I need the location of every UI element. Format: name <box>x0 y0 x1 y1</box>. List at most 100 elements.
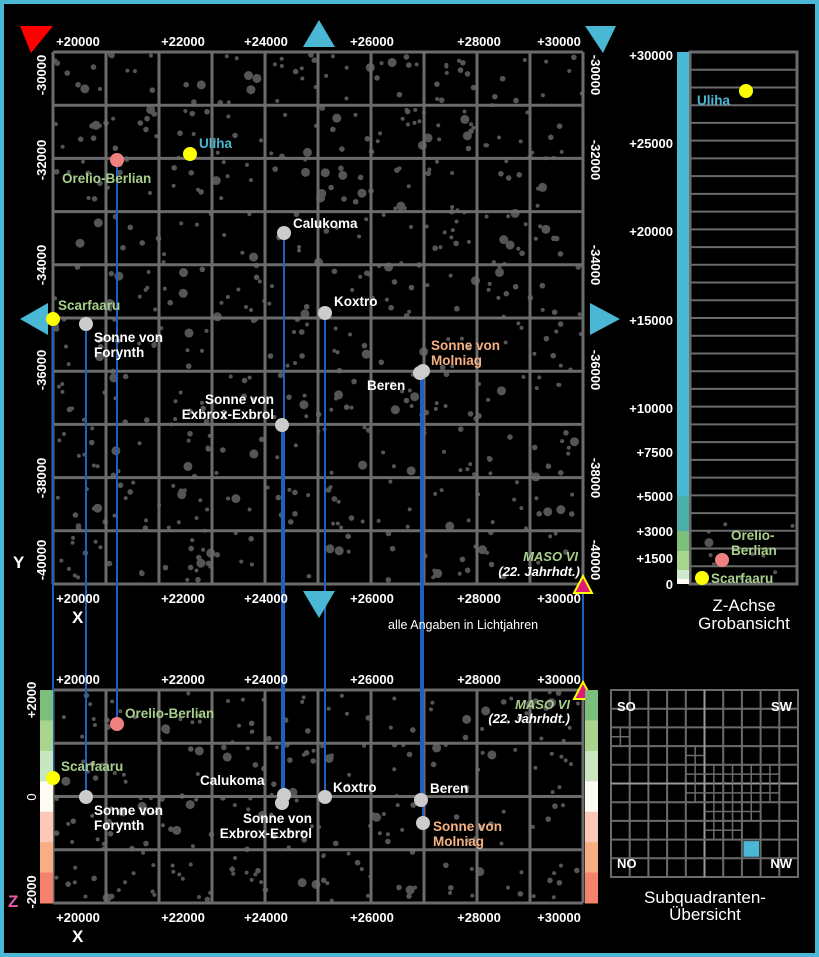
background-star-dot <box>563 758 568 763</box>
star-sonne-von-exbrox-exbrol[interactable] <box>275 796 289 810</box>
background-star-dot <box>88 439 95 446</box>
x-tick: +26000 <box>350 591 394 606</box>
background-star-dot <box>229 866 236 872</box>
y-tick: -30000 <box>34 55 49 95</box>
y-tick: -36000 <box>588 350 603 390</box>
background-star-dot <box>297 248 302 253</box>
background-star-dot <box>304 414 309 419</box>
background-star-dot <box>332 840 339 847</box>
y-tick: -34000 <box>588 245 603 285</box>
background-star-dot <box>91 463 96 468</box>
star-label: Sonne von <box>94 330 163 345</box>
background-star-dot <box>178 390 183 395</box>
star-sonne-von-molniag[interactable] <box>416 364 430 378</box>
background-star-dot <box>558 470 564 476</box>
background-star-dot <box>723 522 728 527</box>
bottom-map-stars: Orelio-Berlian Scarfaaru Sonne von Foryn… <box>46 706 502 849</box>
star-orelio-berlian[interactable] <box>110 153 124 167</box>
star-koxtro[interactable] <box>318 790 332 804</box>
star-sonne-von-forynth[interactable] <box>79 317 93 331</box>
background-star-dot <box>446 337 451 342</box>
background-star-dot <box>413 107 418 112</box>
background-star-dot <box>388 725 393 730</box>
star-uliha[interactable] <box>183 147 197 161</box>
background-star-dot <box>364 135 371 142</box>
background-star-dot <box>576 701 581 706</box>
background-star-dot <box>470 84 477 91</box>
background-star-dot <box>199 266 206 273</box>
nav-northeast-arrow-icon[interactable] <box>585 26 616 53</box>
background-star-dot <box>361 349 371 359</box>
background-star-dot <box>178 288 188 298</box>
background-star-dot <box>266 735 272 742</box>
background-star-dot <box>484 214 489 219</box>
background-star-dot <box>297 244 302 249</box>
background-star-dot <box>162 252 167 257</box>
nav-northwest-arrow-icon[interactable] <box>20 26 53 53</box>
background-star-dot <box>100 762 105 767</box>
background-star-dot <box>512 497 517 502</box>
background-star-dot <box>91 120 101 130</box>
star-sonne-von-molniag[interactable] <box>416 816 430 830</box>
background-star-dot <box>60 389 65 394</box>
x-axis-label: X <box>72 608 84 627</box>
subquadrant-overview[interactable] <box>610 689 799 878</box>
z-star-orelio-berlian[interactable] <box>715 553 729 567</box>
background-star-dot <box>449 235 454 240</box>
nav-left-arrow-icon[interactable] <box>20 303 48 335</box>
z-star-scarfaaru[interactable] <box>695 571 709 585</box>
background-star-dot <box>517 715 523 721</box>
background-star-dot <box>77 136 84 142</box>
background-star-dot <box>56 384 61 389</box>
background-star-dot <box>407 388 412 393</box>
background-star-dot <box>299 353 305 359</box>
background-star-dot <box>127 224 134 231</box>
background-star-dot <box>550 352 557 359</box>
x-tick: +22000 <box>161 910 205 925</box>
star-sonne-von-exbrox-exbrol[interactable] <box>275 418 289 432</box>
star-beren[interactable] <box>414 793 428 807</box>
background-star-dot <box>385 577 392 583</box>
star-orelio-berlian[interactable] <box>110 717 124 731</box>
background-star-dot <box>117 169 123 176</box>
nav-right-arrow-icon[interactable] <box>590 303 620 335</box>
background-star-dot <box>224 54 229 59</box>
background-star-dot <box>377 831 382 836</box>
background-star-dot <box>554 329 559 334</box>
nav-up-arrow-icon[interactable] <box>303 20 335 47</box>
background-star-dot <box>443 862 449 869</box>
background-star-dot <box>443 403 448 408</box>
star-scarfaaru[interactable] <box>46 771 60 785</box>
nav-down-arrow-icon[interactable] <box>303 591 335 618</box>
background-star-dot <box>338 165 344 172</box>
star-koxtro[interactable] <box>318 306 332 320</box>
star-label: Sonne von <box>431 338 500 353</box>
background-star-dot <box>72 880 77 885</box>
background-star-dot <box>185 348 190 353</box>
z-star-uliha[interactable] <box>739 84 753 98</box>
background-star-dot <box>190 844 195 849</box>
z-tick: +2000 <box>24 682 39 719</box>
background-star-dot <box>560 803 565 808</box>
background-star-dot <box>790 523 795 528</box>
background-star-dot <box>558 863 563 868</box>
background-star-dot <box>89 761 96 767</box>
background-star-dot <box>379 61 384 66</box>
background-star-dot <box>90 426 95 431</box>
background-star-dot <box>518 139 523 144</box>
background-star-dot <box>357 234 362 239</box>
star-sonne-von-forynth[interactable] <box>79 790 93 804</box>
star-label: Forynth <box>94 345 144 360</box>
current-subquadrant-cell[interactable] <box>743 841 760 857</box>
background-star-dot <box>490 520 495 525</box>
y-tick: -38000 <box>588 458 603 498</box>
background-star-dot <box>408 284 415 291</box>
background-star-dot <box>108 270 115 277</box>
background-star-dot <box>249 877 254 882</box>
x-tick: +28000 <box>457 591 501 606</box>
background-star-dot <box>388 479 393 484</box>
star-calukoma[interactable] <box>277 226 291 240</box>
background-star-dot <box>331 496 338 502</box>
colorbar-segment <box>585 842 598 874</box>
star-scarfaaru[interactable] <box>46 312 60 326</box>
